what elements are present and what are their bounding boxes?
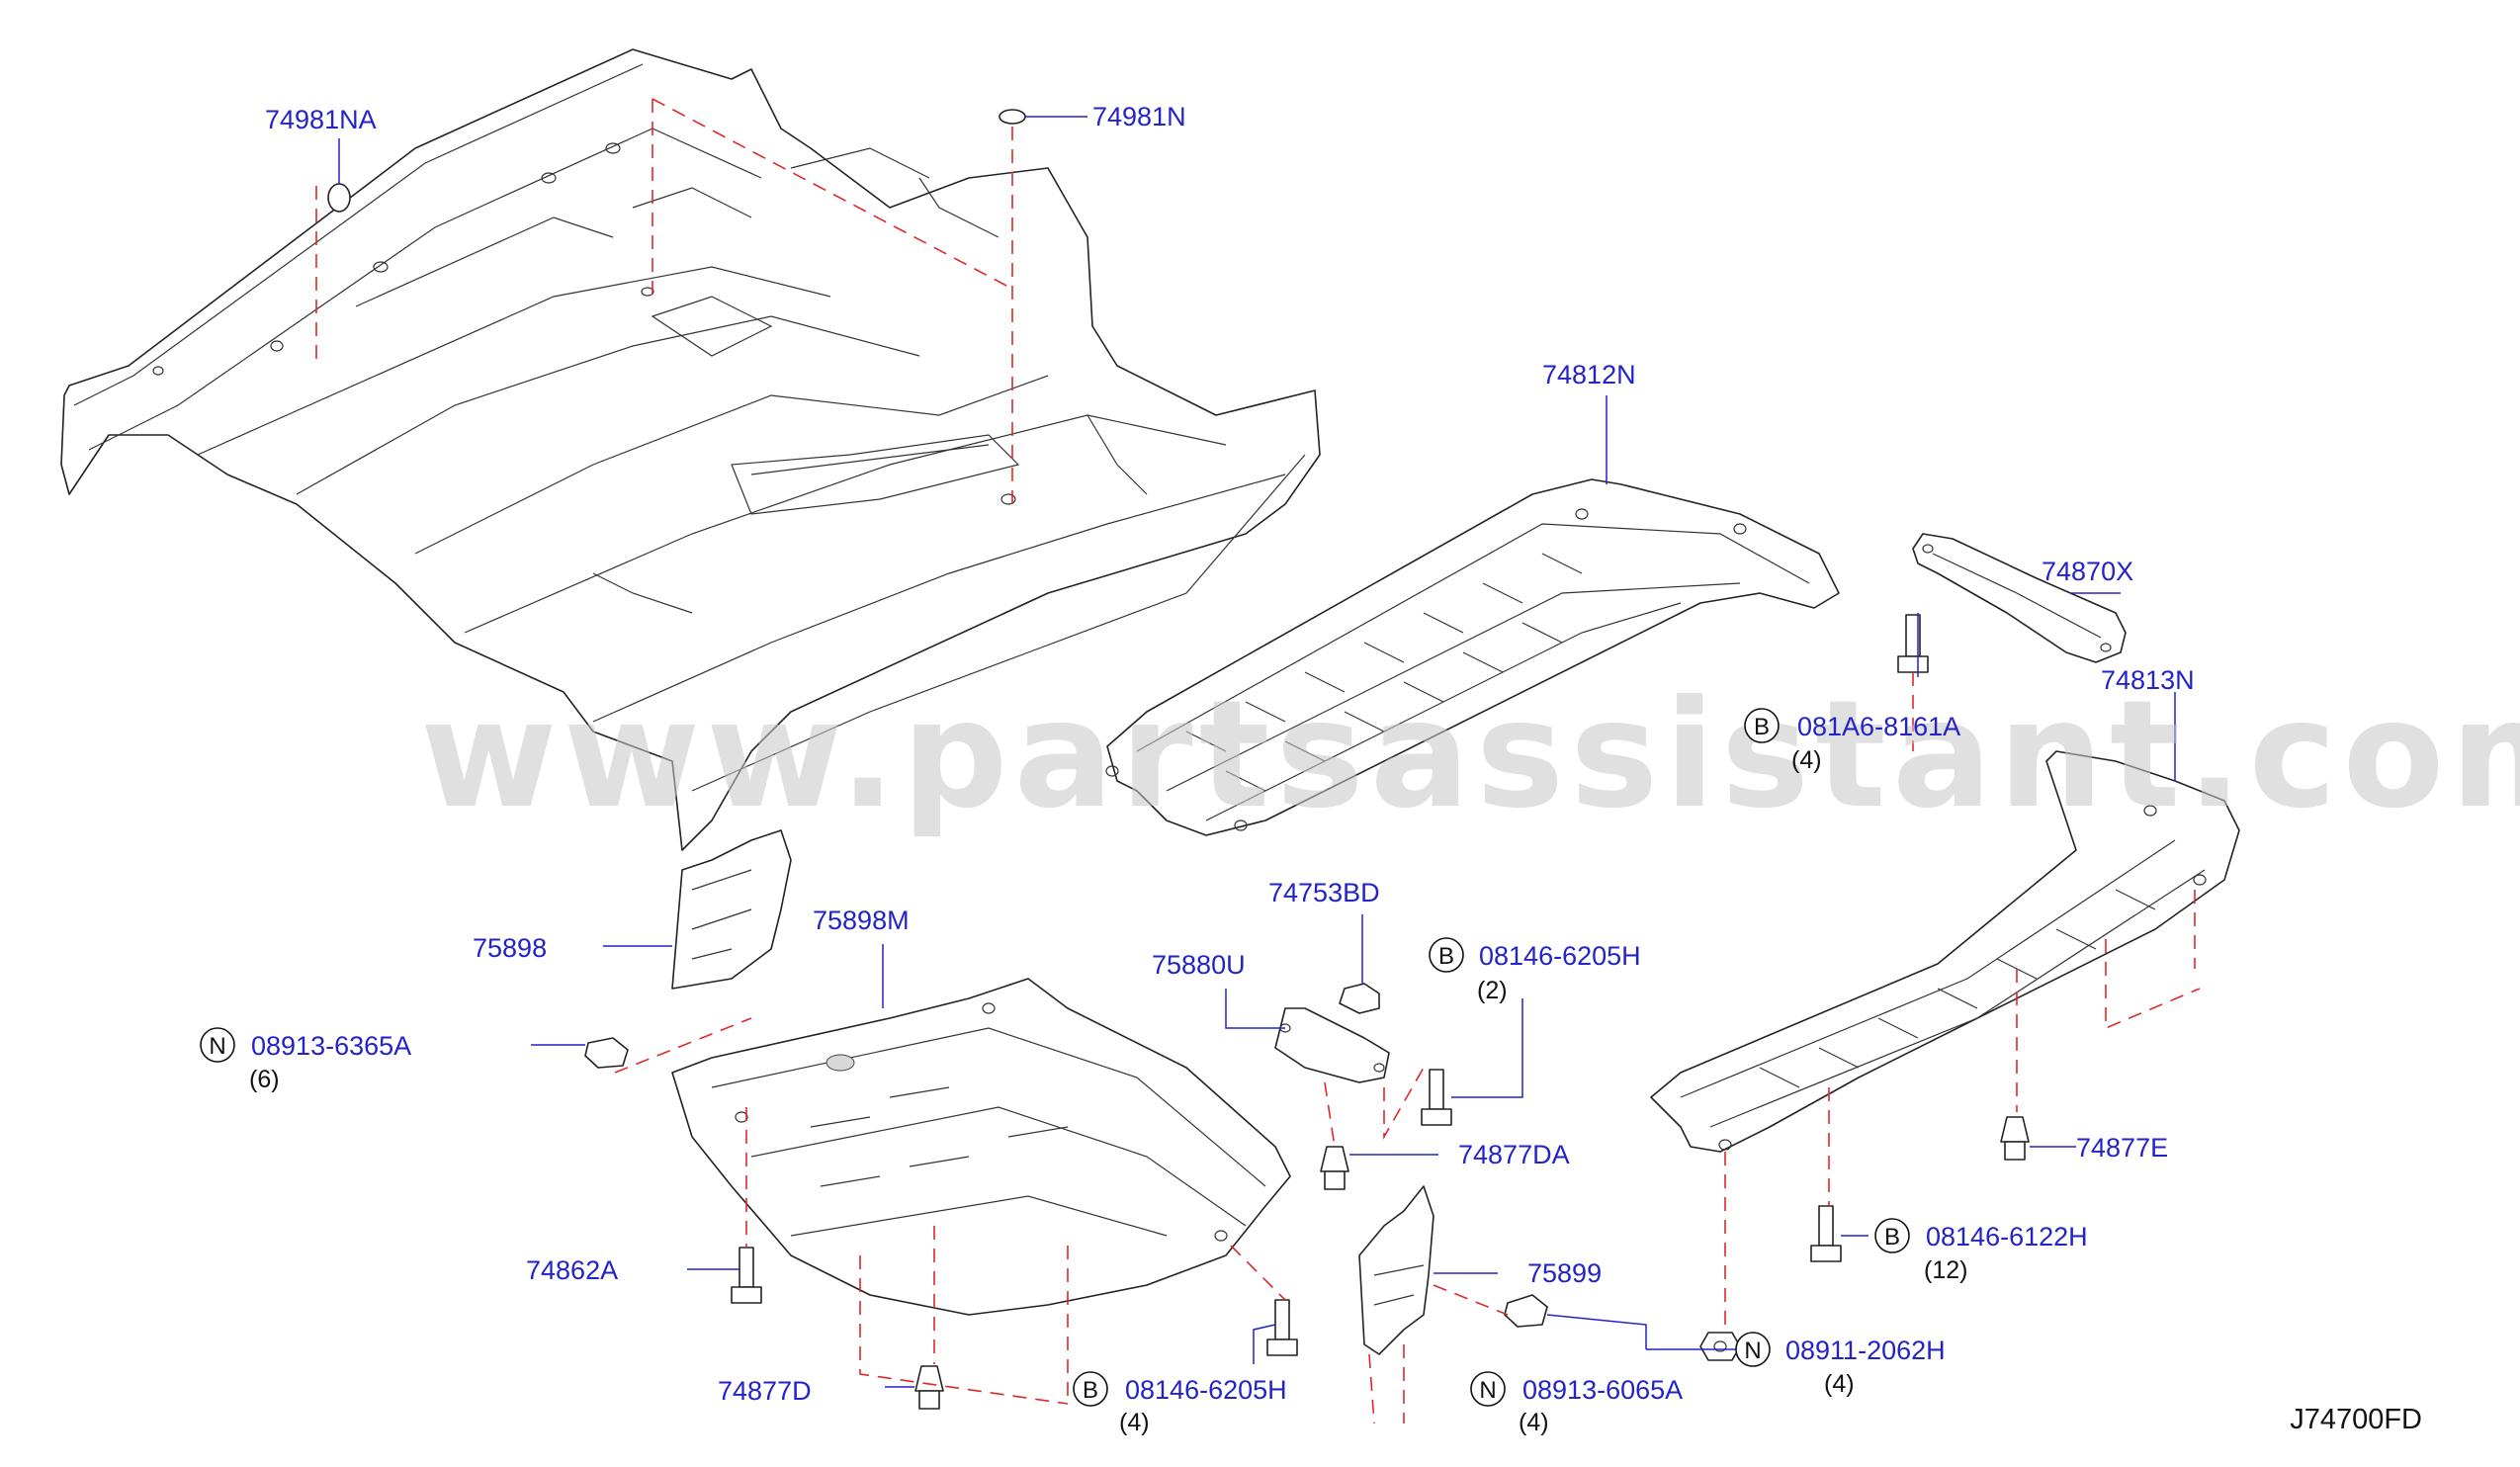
watermark-text: www.partsassistant.com: [420, 669, 2520, 841]
label-75880U: 75880U: [1152, 950, 1246, 980]
qty-08146-6122H: (12): [1924, 1256, 1967, 1284]
bolt-icon: [1421, 1069, 1452, 1126]
clip-nut-icon: [1504, 1294, 1548, 1328]
badge-b-08146-6122H: B: [1884, 1224, 1900, 1251]
alignment-lines: [315, 98, 2201, 1424]
diagram-code: J74700FD: [2290, 1404, 2422, 1435]
leader-lines: [338, 116, 2176, 1388]
label-74877E: 74877E: [2076, 1133, 2168, 1163]
grommet-icon: [999, 109, 1026, 125]
bolt-icon: [1266, 1299, 1298, 1356]
label-081A6-8161A: 081A6-8161A: [1797, 712, 1960, 741]
bracket-75898: [671, 829, 792, 990]
part-labels: 74981NA 74981N 74812N 74870X 081A6-8161A…: [249, 102, 2195, 1436]
qty-08913-6365A: (6): [249, 1066, 280, 1093]
push-clip-icon: [914, 1365, 944, 1410]
bracket-75880U: [1274, 1007, 1390, 1083]
label-08913-6365A: 08913-6365A: [251, 1031, 411, 1061]
label-75898: 75898: [473, 933, 547, 963]
nut-icon: [1699, 1332, 1741, 1361]
label-74877D: 74877D: [718, 1376, 812, 1406]
label-75899: 75899: [1527, 1258, 1602, 1288]
push-clip-icon: [2000, 1116, 2030, 1161]
qty-08146-6205H-bottom: (4): [1119, 1409, 1150, 1436]
bolt-icon: [1897, 614, 1929, 673]
qty-08146-6205H-top: (2): [1477, 977, 1508, 1004]
floor-panel: [60, 48, 1321, 851]
push-clip-icon: [1320, 1146, 1349, 1190]
badge-n-08913-6365A: N: [209, 1033, 225, 1060]
label-74862A: 74862A: [526, 1255, 618, 1285]
label-08911-2062H: 08911-2062H: [1785, 1336, 1946, 1365]
undercover-74813N: [1650, 750, 2240, 1153]
badge-b-081A6: B: [1754, 714, 1770, 740]
bracket-74870X: [1912, 533, 2127, 663]
label-74870X: 74870X: [2042, 557, 2133, 586]
badge-n-08911-2062H: N: [1744, 1338, 1761, 1364]
badge-b-08146-6205H-top: B: [1438, 943, 1454, 970]
grommet-icon: [327, 183, 351, 213]
undercover-75898M: [671, 978, 1291, 1316]
label-74812N: 74812N: [1542, 360, 1636, 389]
label-74981N: 74981N: [1092, 102, 1186, 131]
label-08146-6205H-top: 08146-6205H: [1479, 941, 1641, 971]
label-74753BD: 74753BD: [1268, 878, 1380, 907]
label-08146-6205H-bottom: 08146-6205H: [1125, 1375, 1287, 1405]
label-74981NA: 74981NA: [265, 105, 377, 134]
qty-081A6-8161A: (4): [1791, 746, 1822, 774]
qty-08913-6065A: (4): [1519, 1409, 1549, 1436]
label-08913-6065A: 08913-6065A: [1522, 1375, 1683, 1405]
bolt-icon: [731, 1247, 762, 1304]
label-74813N: 74813N: [2101, 665, 2195, 695]
badge-b-08146-6205H-bottom: B: [1083, 1377, 1098, 1404]
circle-badges: B B B B N N N: [200, 708, 1910, 1407]
bolt-icon: [1810, 1205, 1842, 1262]
label-74877DA: 74877DA: [1458, 1140, 1570, 1169]
label-75898M: 75898M: [813, 906, 910, 935]
qty-08911-2062H: (4): [1824, 1370, 1855, 1398]
label-08146-6122H: 08146-6122H: [1926, 1222, 2088, 1251]
clip-74753BD: [1339, 983, 1380, 1014]
clip-nut-icon: [584, 1037, 629, 1069]
badge-n-08913-6065A: N: [1479, 1377, 1496, 1404]
bracket-75899: [1358, 1185, 1434, 1355]
